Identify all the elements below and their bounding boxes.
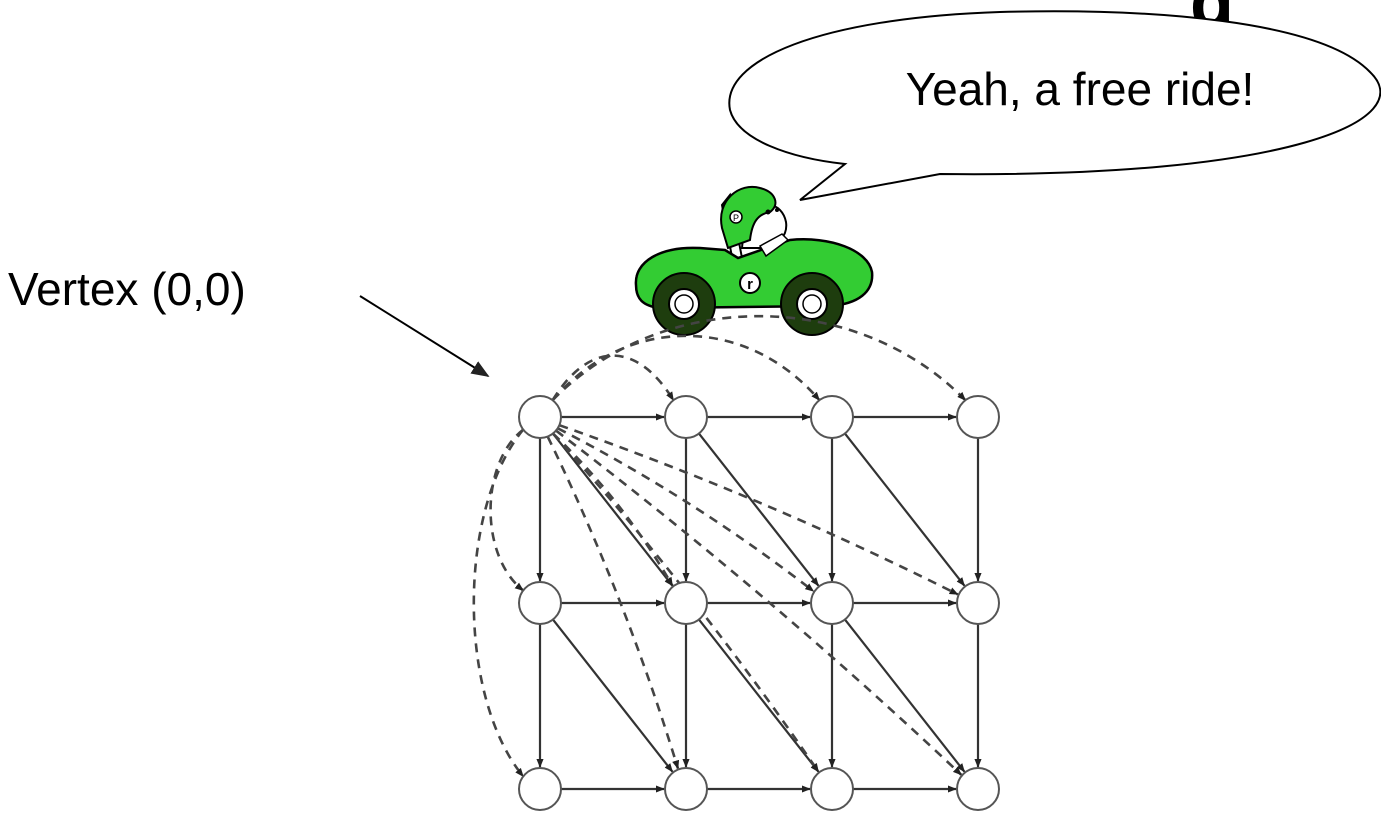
graph-node-0-2 (810, 395, 854, 439)
edge-1,0-to-2,1 (552, 618, 674, 773)
driver-arm (758, 233, 790, 258)
car-badge (739, 272, 761, 294)
edge-0,2-to-1,3 (844, 432, 966, 587)
graph-node-2-1 (664, 767, 708, 811)
speech-bubble-text: Yeah, a free ride! (905, 63, 1255, 115)
speech-bubble-outline (728, 10, 1381, 201)
car-hubcap-inner (674, 294, 694, 314)
graph-node-1-0 (518, 581, 562, 625)
graph-node-1-2 (810, 581, 854, 625)
graph-nodes (518, 395, 1000, 811)
dashed-edge-0,0-to-0,1 (551, 354, 675, 401)
driver-eye (765, 209, 771, 215)
graph-node-0-1 (664, 395, 708, 439)
edge-1,2-to-2,3 (844, 618, 966, 773)
helmet-badge (729, 210, 743, 224)
car-hubcap-inner (802, 294, 822, 314)
dashed-edge-0,0-to-2,1 (546, 435, 680, 770)
dashed-edge-0,0-to-2,0 (472, 428, 525, 778)
solid-edges (536, 413, 982, 793)
graph-node-2-2 (810, 767, 854, 811)
graph-node-2-3 (956, 767, 1000, 811)
callout-arrow (359, 295, 490, 377)
edge-0,1-to-1,2 (698, 432, 820, 587)
vertex-callout-label: Vertex (0,0) (8, 263, 246, 315)
dashed-edge-0,0-to-0,3 (551, 315, 967, 402)
dashed-edges (472, 315, 967, 778)
graph-node-0-0 (518, 395, 562, 439)
dashed-edge-0,0-to-1,2 (557, 427, 815, 593)
graph-node-0-3 (956, 395, 1000, 439)
dashed-edge-0,0-to-1,1 (552, 432, 674, 587)
edge-1,1-to-2,2 (698, 618, 820, 773)
car-badge-letter: r (747, 276, 753, 293)
speech-bubble (728, 10, 1381, 201)
race-car-icon: Pr (634, 185, 874, 336)
dashed-edge-0,0-to-1,0 (489, 428, 525, 592)
dashed-edge-0,0-to-1,3 (558, 423, 959, 596)
driver-helmet (720, 185, 777, 250)
graph-node-1-3 (956, 581, 1000, 625)
edge-0,0-to-1,1 (552, 432, 674, 587)
graph-node-1-1 (664, 581, 708, 625)
helmet-badge-letter: P (733, 213, 739, 223)
graph-node-2-0 (518, 767, 562, 811)
driver-eye (775, 208, 779, 212)
dashed-edge-0,0-to-0,2 (551, 334, 821, 402)
